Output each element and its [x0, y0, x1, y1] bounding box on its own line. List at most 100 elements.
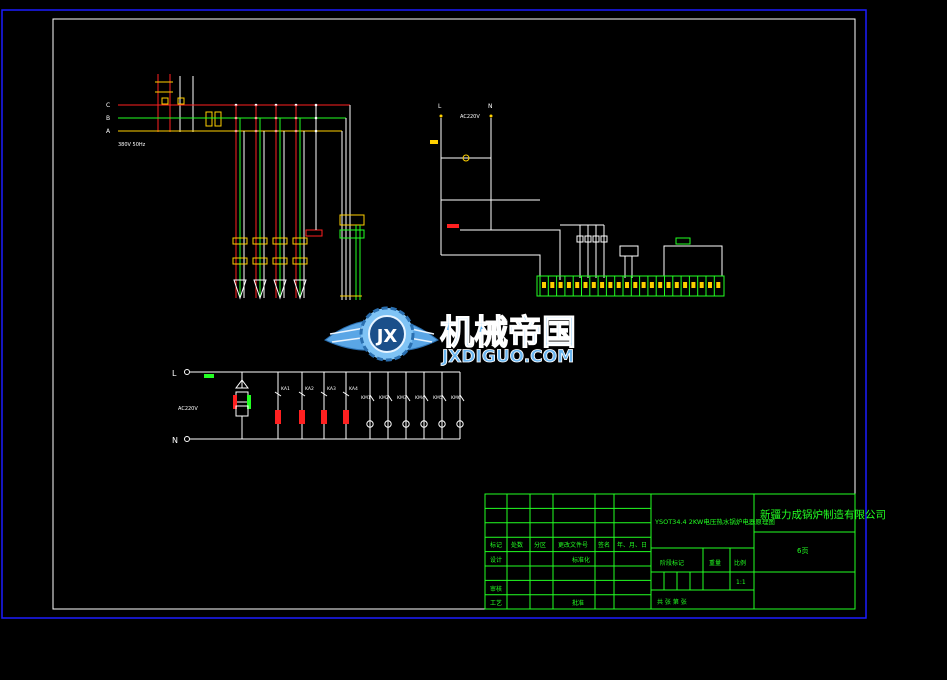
incoming-feeders	[155, 74, 222, 132]
terminal-label	[608, 282, 613, 288]
terminal-label	[558, 282, 563, 288]
terminal-label	[699, 282, 704, 288]
contactor-coil	[299, 410, 305, 424]
tb-header-sign: 签名	[598, 541, 610, 549]
lamp-branch: KM4	[415, 372, 429, 439]
branch-contactor	[232, 237, 248, 245]
tb-design: 设计	[490, 556, 502, 564]
contactor-coil	[343, 410, 349, 424]
inner-frame	[52, 18, 856, 610]
branch-contactor	[272, 237, 288, 245]
contactor-coil	[321, 410, 327, 424]
tb-process: 工艺	[490, 599, 502, 607]
indicator-lamps: KM1 KM2 KM3 KM4 KM5 KM6	[361, 372, 465, 439]
terminal-label	[716, 282, 721, 288]
lamp-branch: KM5	[433, 372, 447, 439]
terminal-label	[708, 282, 712, 288]
tb-approve: 批准	[572, 599, 584, 607]
tb-header-change: 更改文件号	[558, 541, 588, 549]
drawing-title: YSOT34.4 2KW电压热水锅炉电器原理图	[654, 517, 775, 526]
tb-sheets: 共 张 第 张	[657, 598, 687, 606]
relay-coil	[576, 235, 584, 243]
tb-scale-value: 1:1	[736, 579, 746, 586]
phase-labels: CBA	[106, 102, 111, 135]
contact-label: KM2	[379, 395, 389, 401]
contactor-branch: KA1	[274, 372, 290, 439]
phase-label: A	[106, 128, 111, 135]
heater-element	[293, 279, 307, 300]
tb-header-mark: 标记	[490, 541, 502, 549]
ctrl-top-l-label: L	[438, 103, 442, 110]
heater-branch	[232, 105, 248, 300]
contact-label: KM4	[415, 395, 425, 401]
heater-element	[253, 279, 267, 300]
indicator-lamp	[420, 420, 428, 428]
tb-header-count: 处数	[511, 541, 523, 549]
terminal-label	[550, 282, 555, 288]
contactor-label: KA1	[281, 386, 290, 392]
heater-branches	[232, 105, 323, 300]
ctrl-bot-l-label: L	[172, 369, 177, 378]
terminal-label	[583, 282, 588, 288]
ctrl-top-n-label: N	[488, 103, 493, 110]
tb-stage-mark: 阶段标记	[660, 559, 684, 567]
terminal-label	[683, 282, 688, 288]
ctrl-bot-voltage: AC220V	[178, 406, 198, 412]
heater-branch	[292, 105, 308, 300]
contact-label: KM5	[433, 395, 443, 401]
indicator-lamp	[438, 420, 446, 428]
branch-fuse	[292, 257, 308, 265]
title-block	[484, 493, 856, 610]
watermark-logo: JX 机械帝国 JXDIGUO.COM	[324, 306, 577, 367]
power-circuit: CBA 380V 50Hz	[106, 74, 365, 300]
terminal-label	[566, 282, 571, 288]
heater-element	[273, 279, 287, 300]
terminal-label	[674, 282, 679, 288]
heater-element	[233, 279, 247, 300]
relay-coil	[584, 235, 592, 243]
ctrl-top-voltage: AC220V	[460, 114, 480, 120]
relay-coil	[592, 235, 600, 243]
coil-contact	[342, 391, 350, 397]
heater-branch	[272, 105, 288, 300]
indicator-lamp	[402, 420, 410, 428]
phase-label: B	[106, 115, 110, 122]
lamp-branch: KM2	[379, 372, 393, 439]
lamp-contact	[405, 394, 411, 402]
relay-bank	[560, 224, 608, 278]
heater-branch	[252, 105, 268, 300]
title-block-text: YSOT34.4 2KW电压热水锅炉电器原理图 新疆力成锅炉制造有限公司 6页 …	[490, 508, 886, 607]
lamp-branch: KM6	[451, 372, 465, 439]
logo-cn-text: 机械帝国	[440, 313, 576, 353]
branch-fuse	[272, 257, 288, 265]
lamp-contact	[423, 394, 429, 402]
indicator-lamp	[384, 420, 392, 428]
branch-contactor	[305, 229, 323, 237]
lamp-branch: KM1	[361, 372, 375, 439]
contact-label: KM6	[451, 395, 461, 401]
tb-weight: 重量	[709, 559, 721, 567]
logo-emblem: JX	[375, 326, 398, 347]
tb-scale: 比例	[734, 559, 746, 567]
lamp-contact	[369, 394, 375, 402]
terminal-label	[649, 282, 654, 288]
ctrl-bot-n-label: N	[172, 436, 178, 445]
contactor-branch: KA4	[342, 372, 358, 439]
lamp-contact	[459, 394, 465, 402]
terminal-label	[625, 282, 629, 288]
contact-label: KM1	[361, 395, 371, 401]
contactor-branch: KA2	[298, 372, 314, 439]
terminal-label	[658, 282, 663, 288]
lamp-branch: KM3	[397, 372, 411, 439]
branch-contactor	[252, 237, 268, 245]
contactor-coil	[275, 410, 281, 424]
sheet-number: 6页	[797, 547, 808, 555]
terminal-label	[542, 282, 546, 288]
branch-contactor	[292, 237, 308, 245]
control-circuit-top: L N AC220V	[430, 103, 725, 297]
phase-label: C	[106, 102, 110, 109]
terminal-strip-frame	[536, 275, 725, 297]
contact-label: KM3	[397, 395, 407, 401]
